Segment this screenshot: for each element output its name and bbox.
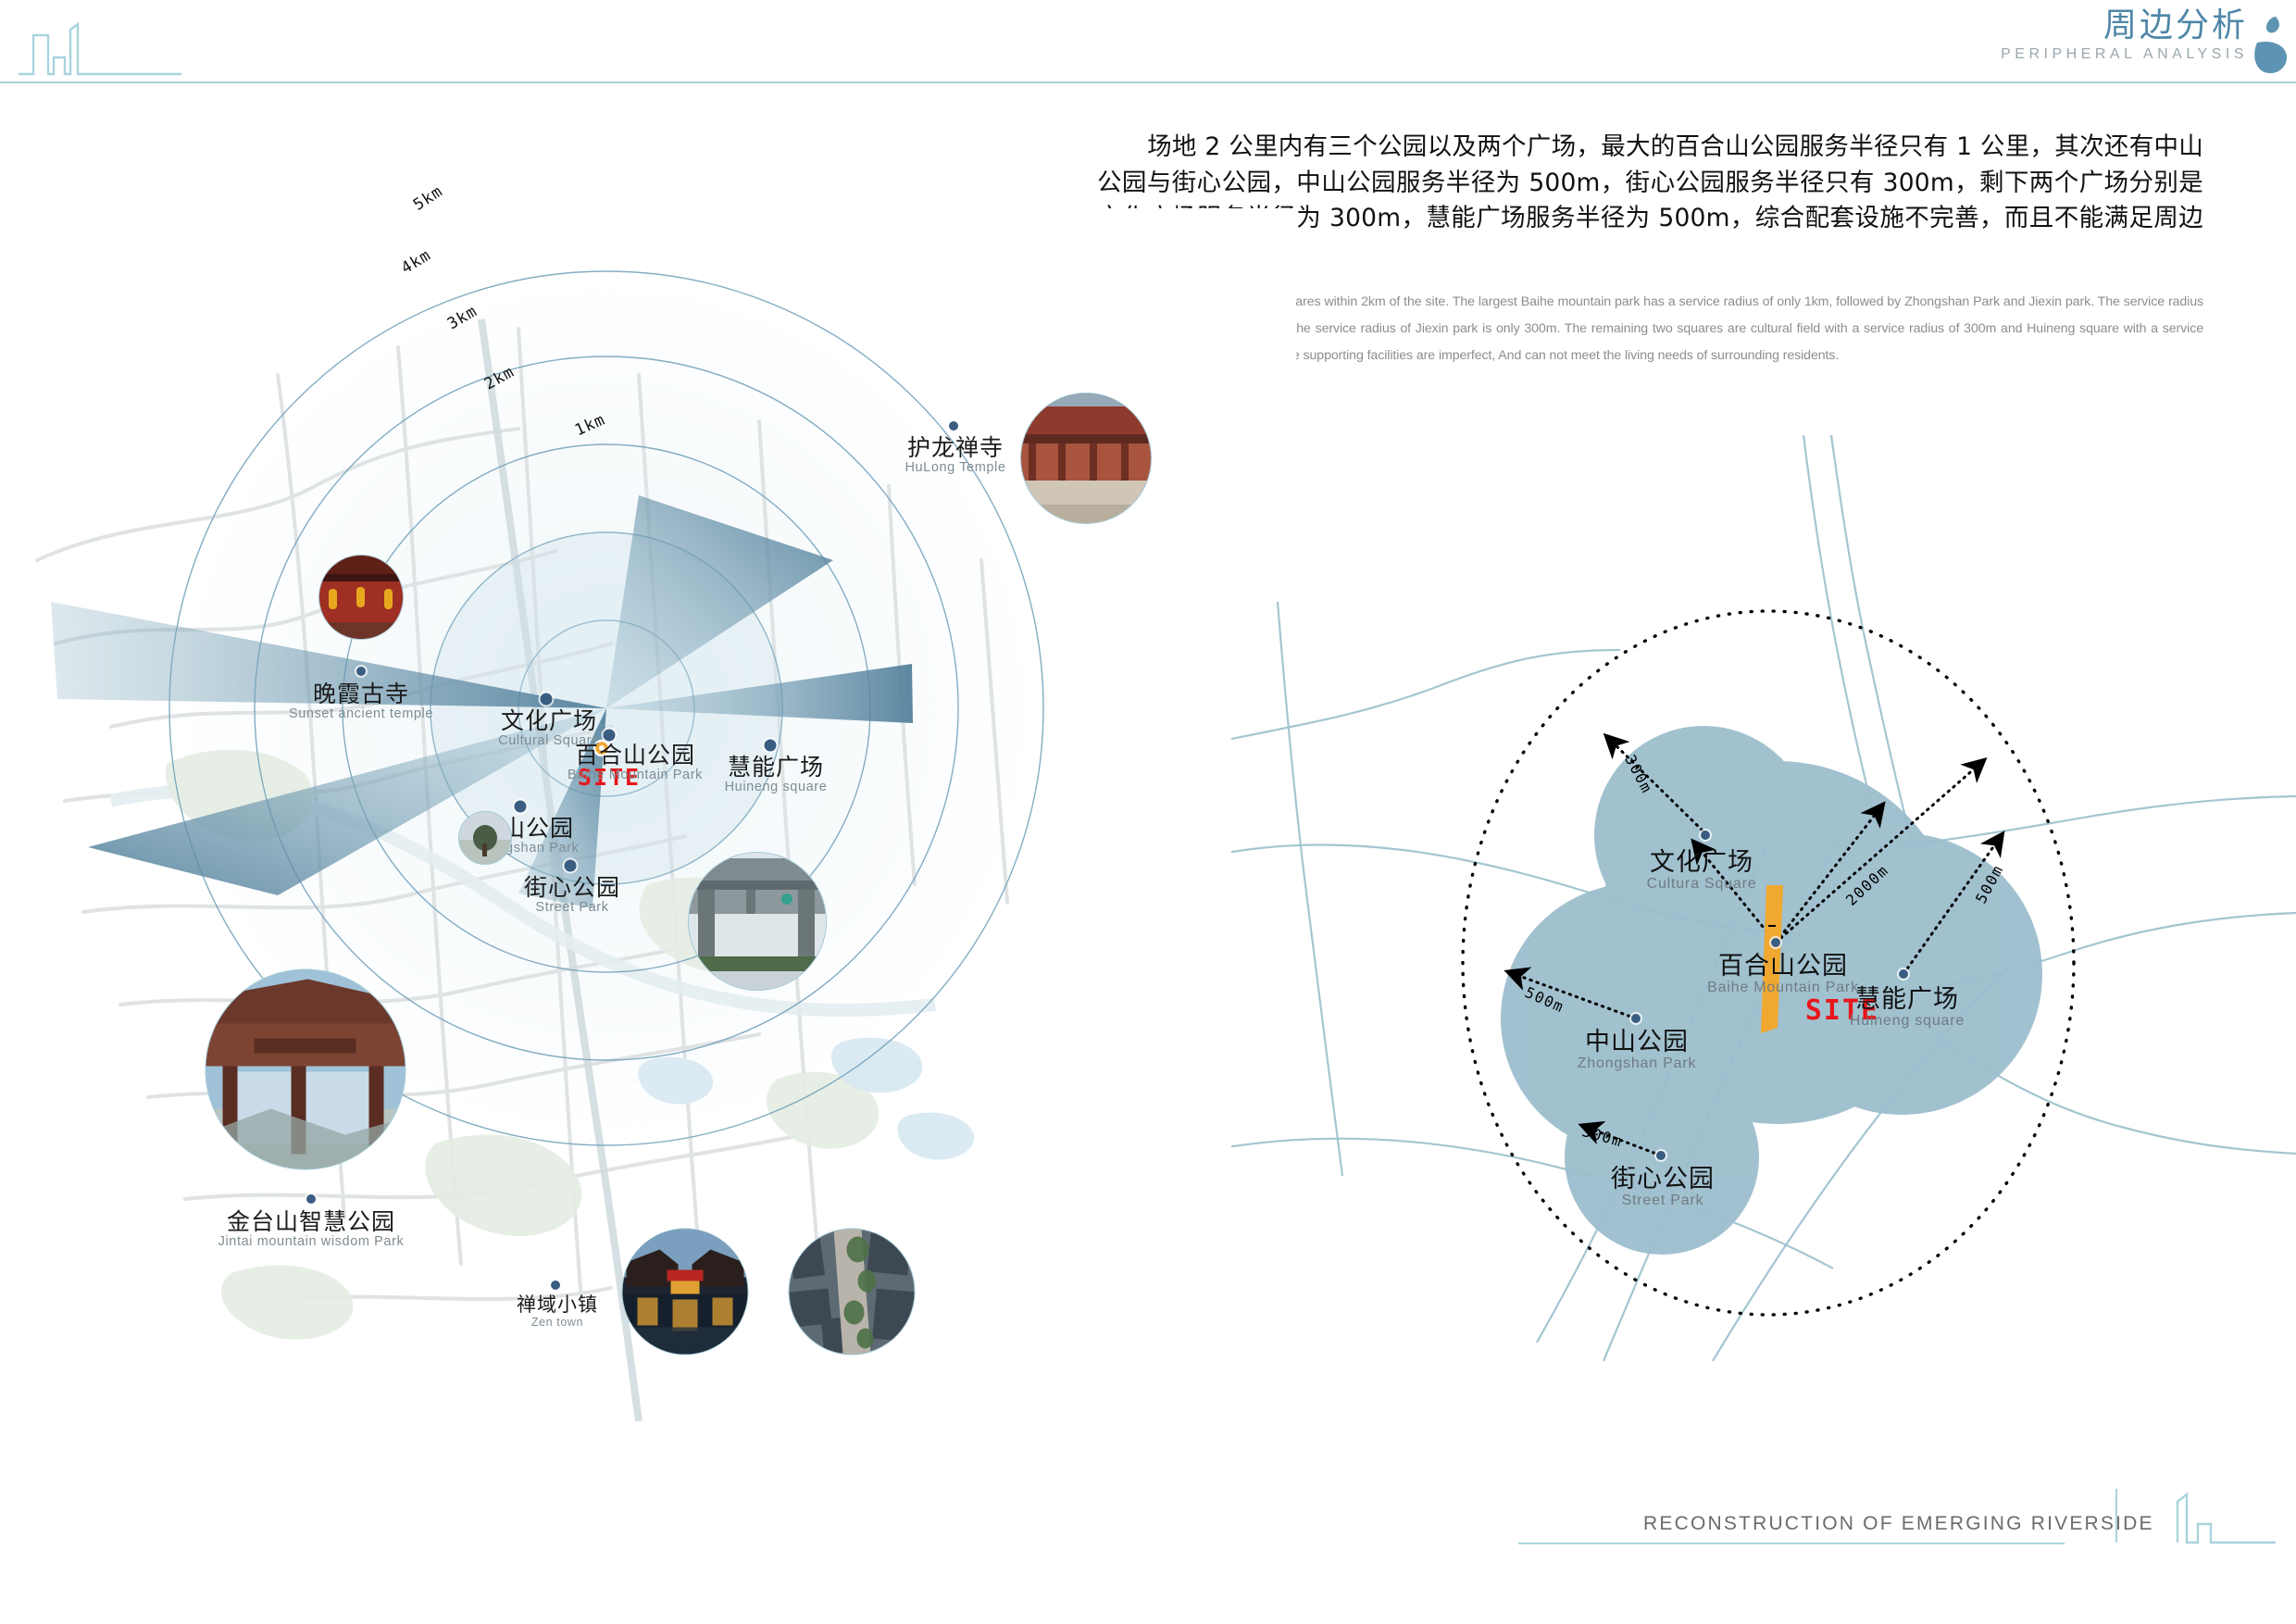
right-poi-cn: 文化广场 — [1649, 848, 1753, 877]
poi-dot-baihe-park — [603, 729, 616, 742]
right-site-label: SITE — [1804, 994, 1880, 1027]
zhongshan-park-small-photo — [459, 812, 511, 864]
poi-dot-street-park — [564, 859, 577, 872]
right-poi-zhongshan-park: 中山公园 Zhongshan Park — [1578, 1030, 1697, 1072]
site-strip-marker — [1761, 885, 1783, 1033]
poi-dot-zen-town — [551, 1280, 560, 1290]
wooden-gate-temple-photo — [206, 969, 406, 1169]
right-poi-street-park: 街心公园 Street Park — [1611, 1167, 1715, 1209]
footer-rule — [1518, 1543, 2065, 1544]
right-poi-en: Huineng square — [1849, 1012, 1965, 1029]
right-poi-en: Baihe Mountain Park — [1707, 979, 1859, 995]
right-poi-cultural-square: 文化广场 Cultura Square — [1647, 850, 1757, 893]
page-title-cn: 周边分析 — [2103, 6, 2248, 44]
photo-zhongshan-park[interactable] — [458, 811, 512, 865]
zen-town-aerial-photo — [789, 1229, 915, 1355]
poi-dot-sunset-temple — [356, 667, 366, 676]
red-temple-courtyard-photo — [1021, 394, 1151, 523]
left-context-map[interactable]: 1km 2km 3km 4km 5km SITE 文化广场 Cultural S… — [0, 182, 1296, 1440]
footer-title: RECONSTRUCTION OF EMERGING RIVERSIDE — [1643, 1513, 2154, 1534]
radius-dot-cultural-square — [1701, 831, 1710, 840]
poi-dot-hulong-temple — [949, 421, 958, 431]
radius-dot-baihe-park — [1771, 938, 1780, 947]
photo-hulong-temple[interactable] — [1020, 393, 1152, 524]
site-label: SITE — [577, 764, 642, 791]
leaf-mark-icon — [2254, 17, 2287, 74]
photo-sunset-temple[interactable] — [318, 555, 404, 640]
poi-dot-cultural-square — [540, 693, 553, 706]
right-poi-baihe-park: 百合山公园 Baihe Mountain Park — [1707, 954, 1859, 996]
right-poi-cn: 慧能广场 — [1854, 985, 1959, 1014]
right-poi-cn: 中山公园 — [1584, 1028, 1689, 1056]
site-marker-icon — [593, 739, 611, 757]
footer-building-skyline-icon — [2176, 1492, 2276, 1544]
building-skyline-icon — [19, 21, 181, 76]
right-poi-en: Street Park — [1621, 1192, 1704, 1208]
stone-paifang-archway-photo — [689, 853, 826, 990]
radius-dot-street-park — [1656, 1151, 1666, 1160]
radius-dot-zhongshan-park — [1631, 1014, 1641, 1023]
poi-dot-zhongshan-park — [514, 800, 527, 813]
header-rule — [0, 81, 2296, 83]
right-poi-cn: 街心公园 — [1611, 1165, 1715, 1193]
photo-huineng-archway[interactable] — [688, 852, 827, 991]
photo-zen-town-night[interactable] — [621, 1228, 749, 1355]
right-poi-huineng-square: 慧能广场 Huineng square — [1850, 987, 1965, 1030]
right-poi-cn: 百合山公园 — [1717, 952, 1848, 981]
poi-dot-jintai-park — [306, 1194, 316, 1204]
right-poi-en: Zhongshan Park — [1577, 1055, 1697, 1071]
radius-dot-huineng-square — [1899, 969, 1908, 979]
right-service-radius-diagram[interactable]: 300m 2000m 500m 500m 300m SITE 文化广场 Cult… — [1231, 435, 2296, 1361]
footer-rule-tick — [2115, 1489, 2117, 1543]
photo-zen-town-aerial[interactable] — [788, 1228, 916, 1355]
night-gate-reflection-photo — [622, 1229, 748, 1355]
right-diagram-graphics — [1231, 435, 2296, 1361]
photo-jintai-park[interactable] — [205, 968, 406, 1170]
poi-dot-huineng-square — [764, 739, 777, 752]
page-title: 周边分析 PERIPHERAL ANALYSIS — [2001, 7, 2248, 63]
dotted-2km-boundary-circle — [1461, 609, 2076, 1317]
right-poi-en: Cultura Square — [1646, 875, 1757, 892]
page-title-en: PERIPHERAL ANALYSIS — [2001, 45, 2248, 62]
red-temple-lanterns-photo — [319, 556, 403, 639]
